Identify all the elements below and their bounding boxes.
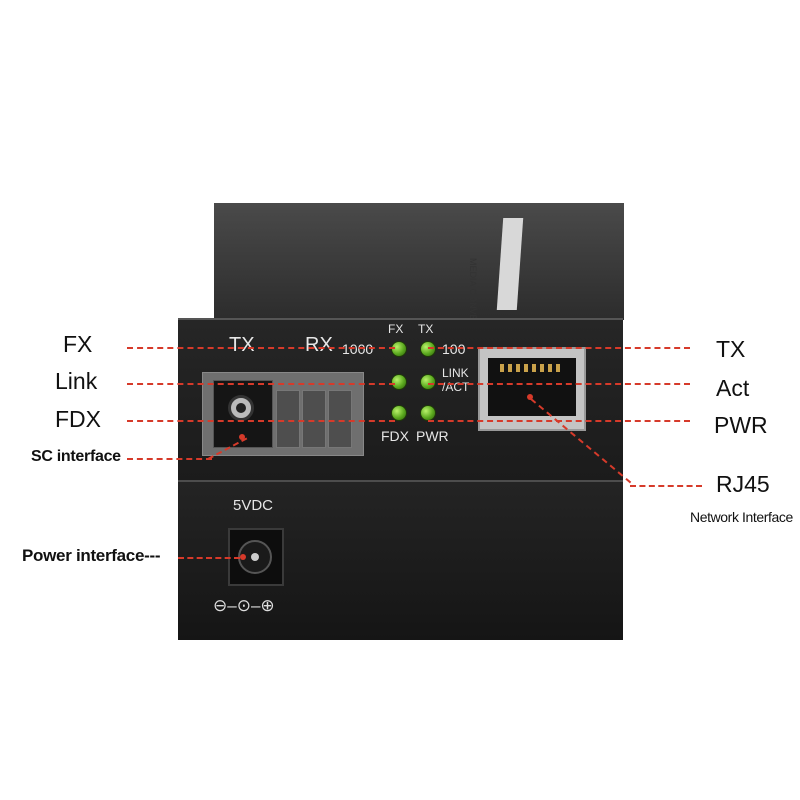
led-fx-icon (391, 341, 407, 357)
port-label-tx: TX (229, 334, 255, 356)
callout-line-tx (428, 347, 690, 349)
callout-label-rj45: RJ45 (716, 471, 770, 497)
led-label-tx: TX (418, 322, 434, 336)
led-link-icon (391, 374, 407, 390)
led-label-pwr: PWR (416, 428, 449, 444)
callout-line-power (178, 557, 240, 559)
sc-port-slot (276, 390, 300, 448)
callout-line-link (127, 383, 395, 385)
callout-label-sc-interface: SC interface (31, 448, 121, 465)
sc-core (236, 403, 246, 413)
device-top-face (214, 203, 624, 320)
led-pwr-icon (420, 405, 436, 421)
callout-line-sc (127, 458, 212, 460)
callout-label-tx: TX (716, 336, 746, 362)
speed-label-100: 100 (442, 341, 466, 357)
dc-jack-pin (251, 553, 259, 561)
callout-label-act: Act (716, 375, 750, 401)
sc-port-slot (328, 390, 352, 448)
callout-label-fx: FX (63, 331, 93, 357)
led-act-icon (420, 374, 436, 390)
callout-dot-power (240, 554, 246, 560)
voltage-label: 5VDC (233, 497, 274, 514)
callout-line-fx (127, 347, 395, 349)
callout-label-link: Link (55, 368, 98, 394)
callout-dot-rj45 (527, 394, 533, 400)
sc-port-slot (302, 390, 326, 448)
rj45-pins (500, 364, 564, 372)
callout-line-act (428, 383, 690, 385)
callout-label-network-interface: Network Interface (690, 509, 793, 525)
led-label-fx: FX (388, 322, 404, 336)
led-label-fdx: FDX (381, 428, 409, 444)
led-tx-icon (420, 341, 436, 357)
callout-line-fdx (127, 420, 395, 422)
polarity-symbol: ⊖–⊙–⊕ (213, 596, 275, 615)
led-label-link: LINK (442, 366, 469, 380)
callout-line-pwr (428, 420, 690, 422)
port-label-rx: RX (305, 334, 333, 356)
callout-line-rj45 (630, 485, 702, 487)
callout-dot-sc (239, 434, 245, 440)
speed-label-1000: 1000 (342, 341, 374, 357)
callout-label-pwr: PWR (714, 412, 768, 438)
callout-label-fdx: FDX (55, 406, 101, 432)
led-fdx-icon (391, 405, 407, 421)
callout-label-power-interface: Power interface--- (22, 546, 161, 565)
